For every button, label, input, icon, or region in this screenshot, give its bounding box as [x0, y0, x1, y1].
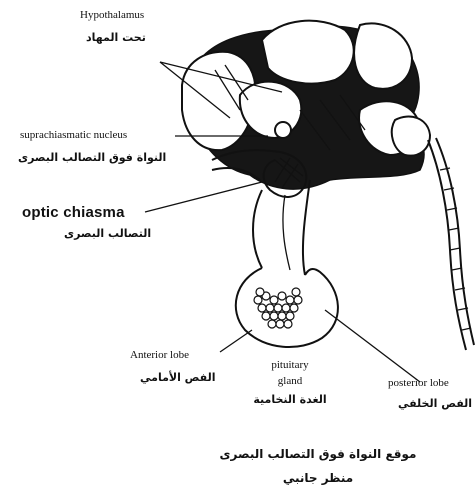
pituitary-stalk-outer [253, 190, 262, 268]
anterior-label-en: Anterior lobe [130, 350, 189, 361]
pituitary-label-line2: gland [278, 376, 302, 387]
pituitary-label-ar: الغدة النخامية [253, 394, 326, 405]
posterior-label-en: posterior lobe [388, 378, 449, 389]
caption-line1: موقع النواة فوق التصالب البصرى [220, 448, 417, 460]
chiasma-pointer [145, 182, 262, 212]
hypothalamus-lobe-right [354, 23, 412, 88]
chiasma-label-ar: التصالب البصرى [64, 228, 151, 239]
hypothalamus-label-ar: تحت المهاد [86, 32, 146, 43]
anterior-lobe-cells [254, 288, 302, 328]
pituitary-stalk-inner [303, 180, 310, 275]
pituitary-label-line1: pituitary [271, 360, 308, 371]
pituitary-stalk-center [283, 195, 290, 270]
scn-label-ar: النواة فوق التصالب البصرى [18, 152, 166, 163]
suprachiasmatic-nucleus [275, 122, 291, 138]
mammillary-body [392, 116, 430, 155]
chiasma-label-en: optic chiasma [22, 205, 125, 220]
caption-line2: منظر جانبي [283, 472, 353, 484]
posterior-label-ar: الفص الخلفي [398, 398, 472, 409]
scn-label-en: suprachiasmatic nucleus [20, 130, 127, 141]
anterior-pointer [220, 330, 252, 352]
posterior-pointer [325, 310, 420, 382]
hypothalamus-lobe-top [262, 21, 354, 84]
anterior-label-ar: الفص الأمامي [140, 372, 216, 383]
hypothalamus-label-en: Hypothalamus [80, 10, 144, 21]
